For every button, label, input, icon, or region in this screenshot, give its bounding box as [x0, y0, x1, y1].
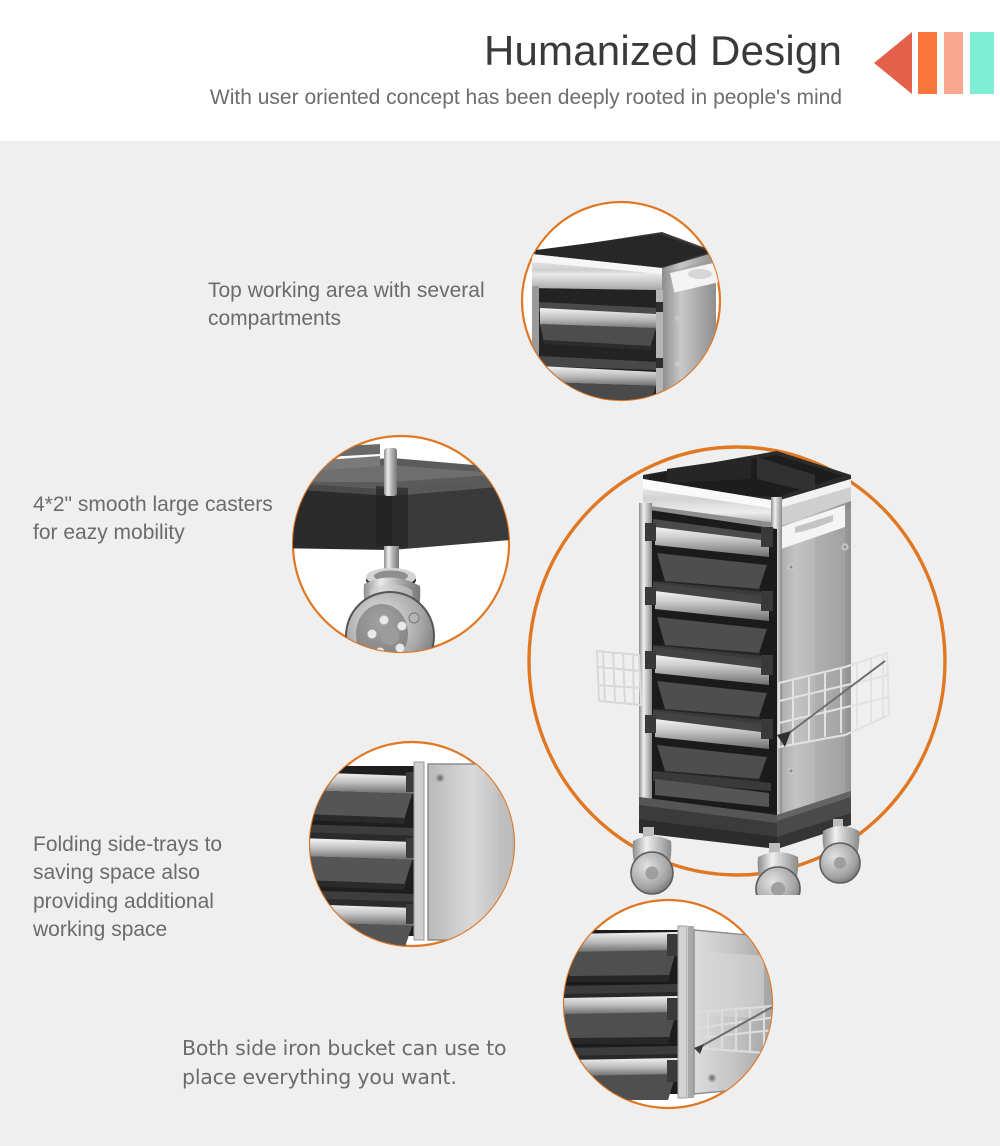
circle-frame-main [527, 445, 947, 877]
caster-front-center [755, 843, 801, 895]
caption-top-working-area: Top working area with several compartmen… [208, 279, 485, 331]
left-wire-basket [512, 980, 552, 1036]
right-wire-basket [778, 651, 891, 749]
triangle-icon [874, 32, 912, 94]
product-closeup-bucket [512, 925, 772, 1100]
photo-caster [280, 420, 522, 672]
deco-bar-3 [970, 32, 994, 94]
page-subtitle: With user oriented concept has been deep… [209, 86, 842, 109]
photo-side-iron-bucket [512, 888, 824, 1124]
caption-folding-side-trays: Folding side-trays to saving space also … [33, 833, 223, 942]
photo-top-working-area [510, 190, 732, 422]
left-wire-basket [595, 649, 643, 707]
product-closeup-top [532, 232, 720, 400]
photo-full-product [515, 435, 963, 895]
product-closeup-caster [293, 444, 509, 652]
caption-side-iron-bucket: Both side iron bucket can use to place e… [182, 1036, 507, 1090]
page-title: Humanized Design [483, 27, 842, 74]
photo-folding-side-trays [288, 728, 536, 962]
caster-front-left [630, 827, 674, 895]
caster-rear-right [819, 819, 861, 884]
header-decoration [860, 24, 1000, 102]
deco-bar-2 [944, 32, 963, 94]
header-band: Humanized Design With user oriented conc… [0, 0, 1000, 141]
product-full-cart [595, 451, 891, 895]
deco-bar-1 [918, 32, 937, 94]
caption-casters: 4*2" smooth large casters for eazy mobil… [33, 493, 273, 545]
